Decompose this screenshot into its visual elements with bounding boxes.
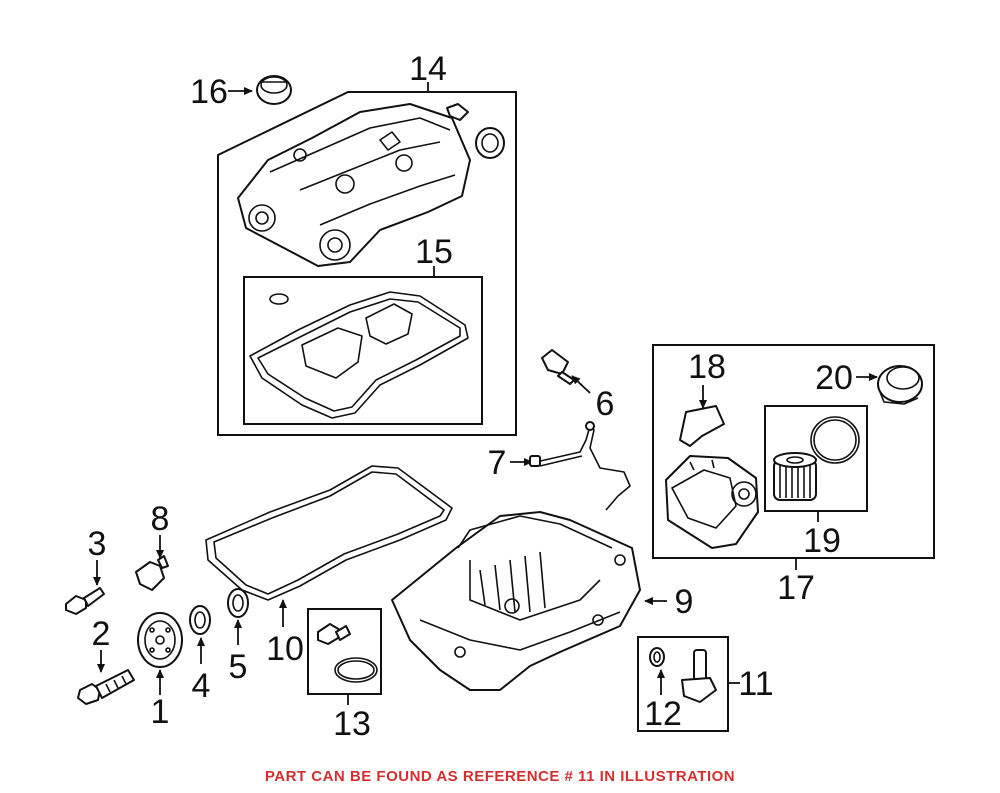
callout-17: 17: [777, 569, 815, 607]
callout-11: 11: [738, 665, 773, 703]
valve-cover-gasket-box: [243, 276, 483, 425]
crankshaft-seal: [189, 605, 211, 635]
sensor-o-ring: [649, 647, 665, 667]
oil-temperature-sensor: [541, 349, 575, 385]
arrow-6: [571, 375, 591, 394]
callout-7: 7: [488, 444, 507, 482]
callout-18: 18: [688, 348, 726, 386]
oil-level-sensor: [681, 649, 717, 703]
valve-cover-group-box: [217, 91, 517, 436]
valve-cover: [237, 103, 471, 267]
callout-19: 19: [803, 522, 841, 560]
front-main-seal: [227, 588, 249, 618]
callout-16: 16: [190, 73, 228, 111]
valve-cover-clip: [446, 103, 469, 121]
callout-13: 13: [333, 705, 371, 743]
callout-2: 2: [92, 615, 111, 653]
oil-filter-housing-group-box: [652, 344, 935, 559]
drain-plug-washer: [334, 657, 378, 683]
callout-14: 14: [409, 50, 447, 88]
callout-10: 10: [266, 630, 304, 668]
callout-6: 6: [596, 385, 615, 423]
oil-filter-cap: [877, 365, 923, 405]
oil-filter-element-box: [764, 405, 868, 512]
oil-filter-housing: [665, 455, 759, 549]
oil-filter-element: [773, 452, 817, 501]
callout-5: 5: [229, 648, 248, 686]
callout-15: 15: [415, 233, 453, 271]
oil-filler-cap: [256, 75, 292, 105]
reference-note: PART CAN BE FOUND AS REFERENCE # 11 IN I…: [264, 768, 736, 785]
oil-drain-plug: [317, 623, 351, 645]
crankshaft-pulley: [137, 612, 183, 668]
mounting-bolt: [65, 587, 105, 615]
valve-cover-gasket: [249, 291, 469, 419]
callout-20: 20: [815, 359, 853, 397]
valve-cover-seal-ring: [475, 127, 505, 159]
oil-filter-seal-ring: [810, 416, 860, 464]
callout-4: 4: [192, 667, 211, 705]
callout-1: 1: [151, 693, 170, 731]
dipstick-tube: [529, 421, 631, 511]
callout-9: 9: [675, 583, 694, 621]
oil-pan: [391, 511, 641, 691]
oil-level-sensor-box: [637, 636, 729, 732]
callout-3: 3: [88, 525, 107, 563]
crankshaft-bolt: [77, 669, 135, 705]
callout-12: 12: [644, 695, 682, 733]
crankshaft-position-sensor: [135, 555, 169, 591]
oil-filter-housing-gasket: [679, 405, 725, 447]
oil-pan-gasket: [205, 465, 453, 601]
callout-8: 8: [151, 500, 170, 538]
drain-plug-box: [307, 608, 382, 695]
